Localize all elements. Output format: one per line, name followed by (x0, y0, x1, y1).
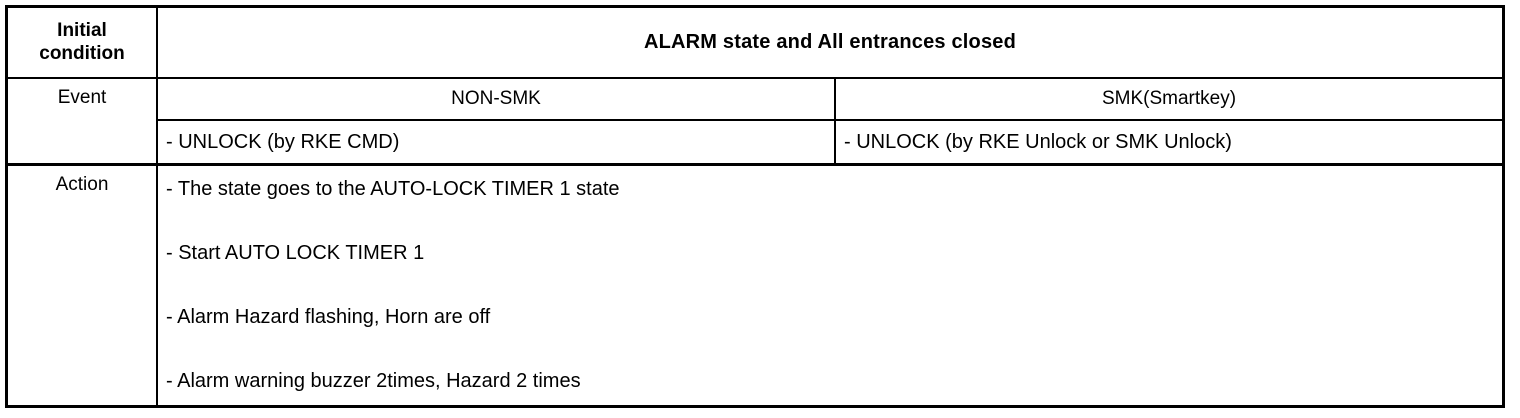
event-column-values: - UNLOCK (by RKE CMD) - UNLOCK (by RKE U… (158, 121, 1502, 163)
table-row-event: Event NON-SMK SMK(Smartkey) - UNLOCK (by… (8, 79, 1502, 166)
column-divider-smk-header (834, 79, 836, 119)
event-value-smk: - UNLOCK (by RKE Unlock or SMK Unlock) (844, 130, 1232, 153)
column-divider-label (156, 8, 158, 77)
column-divider-smk-value (834, 121, 836, 163)
action-line: - Alarm Hazard flashing, Horn are off (166, 306, 491, 328)
event-column-headers: NON-SMK SMK(Smartkey) (158, 79, 1502, 121)
table-row-action: Action - The state goes to the AUTO-LOCK… (8, 166, 1502, 405)
event-header-smk: SMK(Smartkey) (1101, 88, 1237, 109)
action-line: - The state goes to the AUTO-LOCK TIMER … (166, 178, 620, 200)
row-label-initial-line2: condition (39, 42, 125, 64)
column-divider-event (156, 79, 158, 163)
event-header-non-smk: NON-SMK (451, 88, 541, 109)
row-label-event: Event (57, 87, 107, 108)
event-content: NON-SMK SMK(Smartkey) - UNLOCK (by RKE C… (158, 79, 1502, 163)
row-label-initial-line1: Initial (57, 20, 107, 42)
action-line: - Alarm warning buzzer 2times, Hazard 2 … (166, 370, 581, 392)
event-value-non-smk: - UNLOCK (by RKE CMD) (166, 130, 400, 153)
row-label-action: Action (55, 174, 109, 195)
action-content: - The state goes to the AUTO-LOCK TIMER … (158, 166, 1502, 405)
column-divider-action (156, 166, 158, 405)
initial-condition-value: ALARM state and All entrances closed (643, 31, 1017, 53)
action-line: - Start AUTO LOCK TIMER 1 (166, 242, 425, 264)
